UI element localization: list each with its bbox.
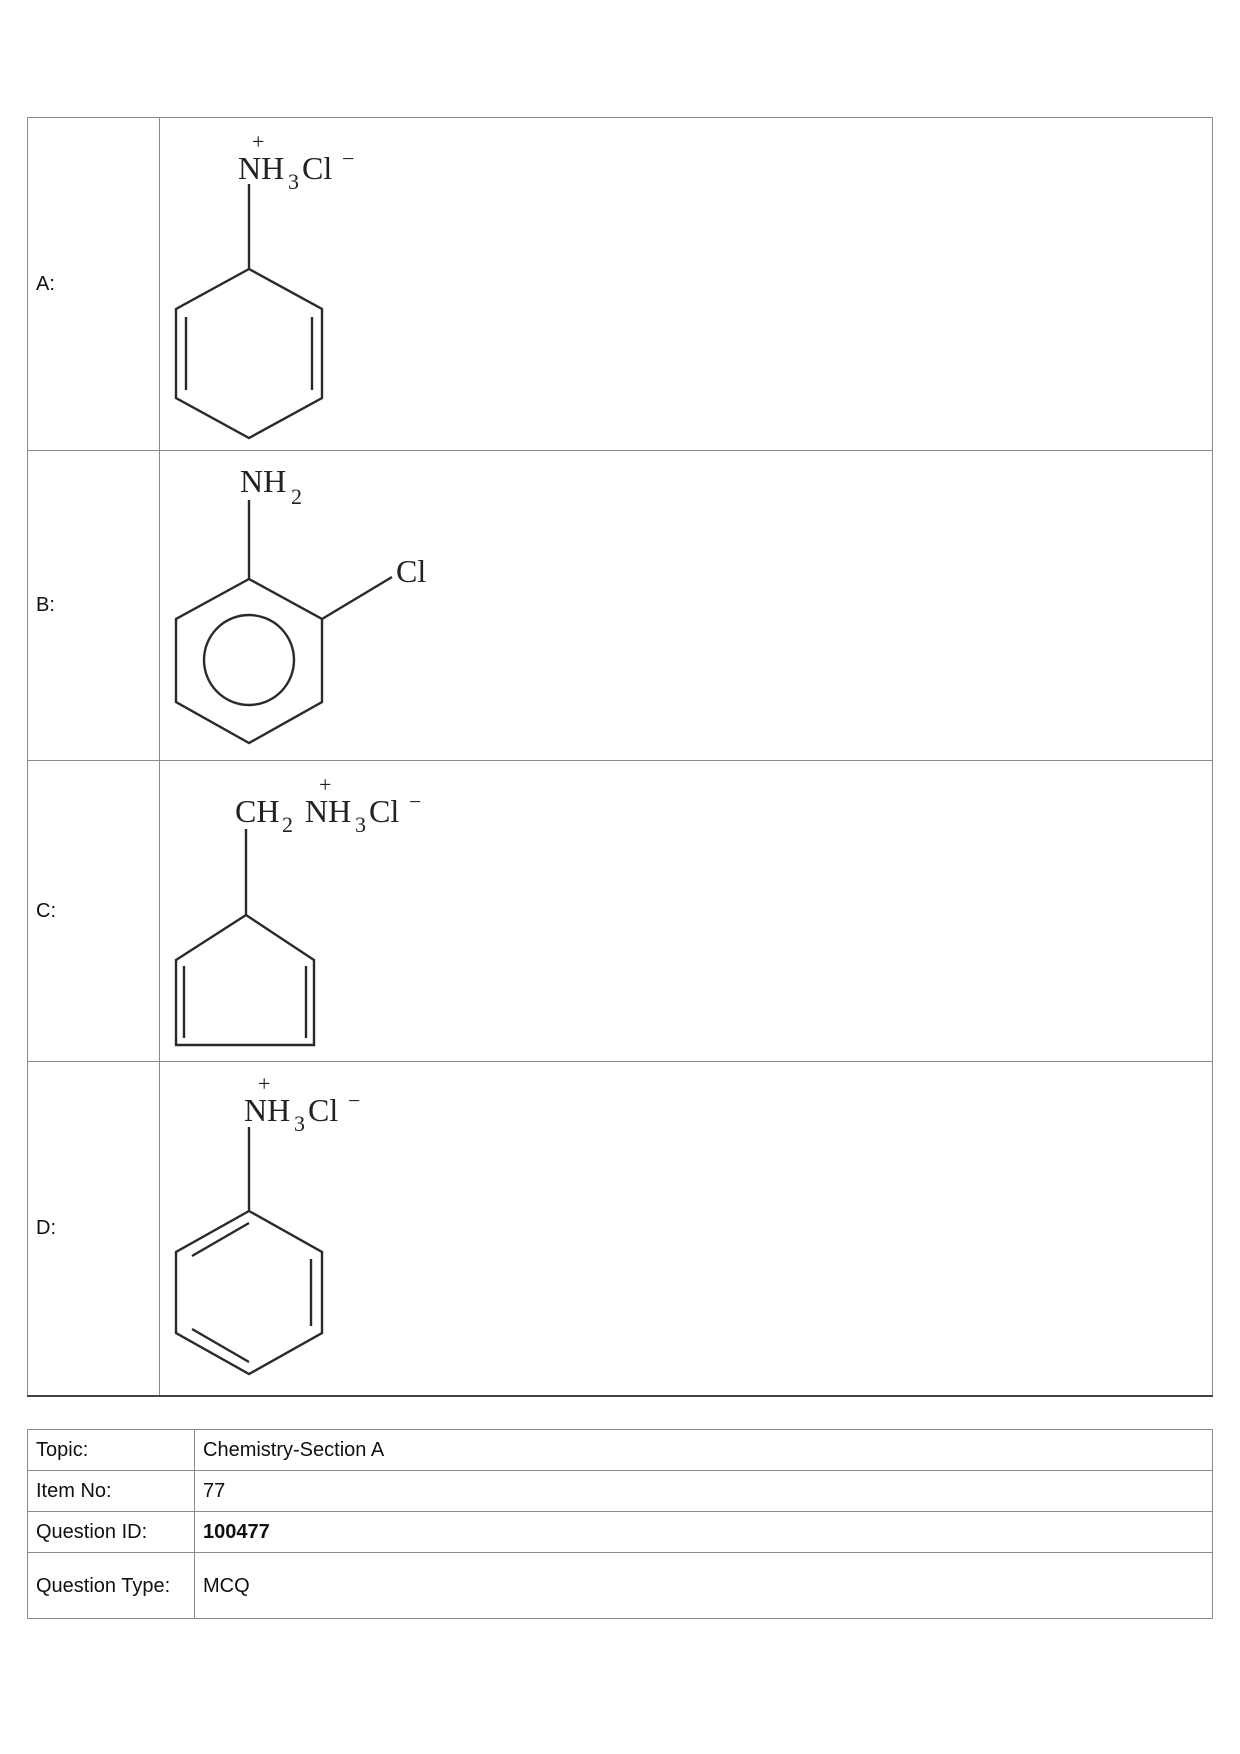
option-row-d: D: + NH 3 Cl −	[27, 1061, 1213, 1397]
item-no-value: 77	[194, 1470, 1213, 1512]
formula-cl: Cl	[308, 1092, 338, 1128]
structure-c: + CH 2 NH 3 Cl −	[174, 772, 421, 1046]
subscript-2: 2	[291, 484, 302, 509]
formula-ch: CH	[235, 793, 279, 829]
option-row-a: A: + NH 3 Cl −	[27, 117, 1213, 451]
option-figure: NH 2 Cl	[159, 450, 1213, 761]
option-figure: + NH 3 Cl −	[159, 117, 1213, 451]
charge-plus: +	[252, 129, 264, 154]
structure-a: + NH 3 Cl −	[174, 129, 354, 439]
meta-row-qid: Question ID: 100477	[27, 1511, 1213, 1553]
charge-minus: −	[348, 1088, 360, 1113]
question-type-label: Question Type:	[27, 1552, 195, 1619]
formula-nh: NH	[238, 150, 284, 186]
option-row-c: C: + CH 2 NH 3 Cl −	[27, 760, 1213, 1062]
subscript-3: 3	[288, 169, 299, 194]
meta-row-qtype: Question Type: MCQ	[27, 1552, 1213, 1619]
meta-row-topic: Topic: Chemistry-Section A	[27, 1429, 1213, 1471]
chloroaniline-ring	[174, 499, 393, 744]
option-figure: + NH 3 Cl −	[159, 1061, 1213, 1397]
formula-cl: Cl	[396, 553, 426, 589]
formula-cl: Cl	[369, 793, 399, 829]
cyclohexadiene-ring	[174, 183, 324, 439]
question-meta-table: Topic: Chemistry-Section A Item No: 77 Q…	[27, 1429, 1213, 1619]
formula-nh: NH	[240, 463, 286, 499]
subscript-2: 2	[282, 812, 293, 837]
charge-minus: −	[409, 789, 421, 814]
charge-plus: +	[258, 1071, 270, 1096]
structure-d: + NH 3 Cl −	[174, 1071, 360, 1376]
question-id-label: Question ID:	[27, 1511, 195, 1553]
formula-nh: NH	[305, 793, 351, 829]
topic-label: Topic:	[27, 1429, 195, 1471]
option-row-b: B: NH 2 Cl	[27, 450, 1213, 761]
formula-cl: Cl	[302, 150, 332, 186]
structure-b: NH 2 Cl	[174, 463, 426, 744]
option-label: C:	[27, 760, 160, 1062]
option-label: D:	[27, 1061, 160, 1397]
formula-nh: NH	[244, 1092, 290, 1128]
question-type-value: MCQ	[194, 1552, 1213, 1619]
option-figure: + CH 2 NH 3 Cl −	[159, 760, 1213, 1062]
charge-minus: −	[342, 146, 354, 171]
meta-row-item: Item No: 77	[27, 1470, 1213, 1512]
cyclopentadiene-ring	[174, 828, 316, 1046]
subscript-3: 3	[355, 812, 366, 837]
item-no-label: Item No:	[27, 1470, 195, 1512]
topic-value: Chemistry-Section A	[194, 1429, 1213, 1471]
option-label: B:	[27, 450, 160, 761]
benzene-ring	[174, 1126, 324, 1376]
options-table: A: + NH 3 Cl − B: NH 2 Cl	[27, 117, 1213, 1397]
subscript-3: 3	[294, 1111, 305, 1136]
question-id-value: 100477	[194, 1511, 1213, 1553]
charge-plus: +	[319, 772, 331, 797]
option-label: A:	[27, 117, 160, 451]
